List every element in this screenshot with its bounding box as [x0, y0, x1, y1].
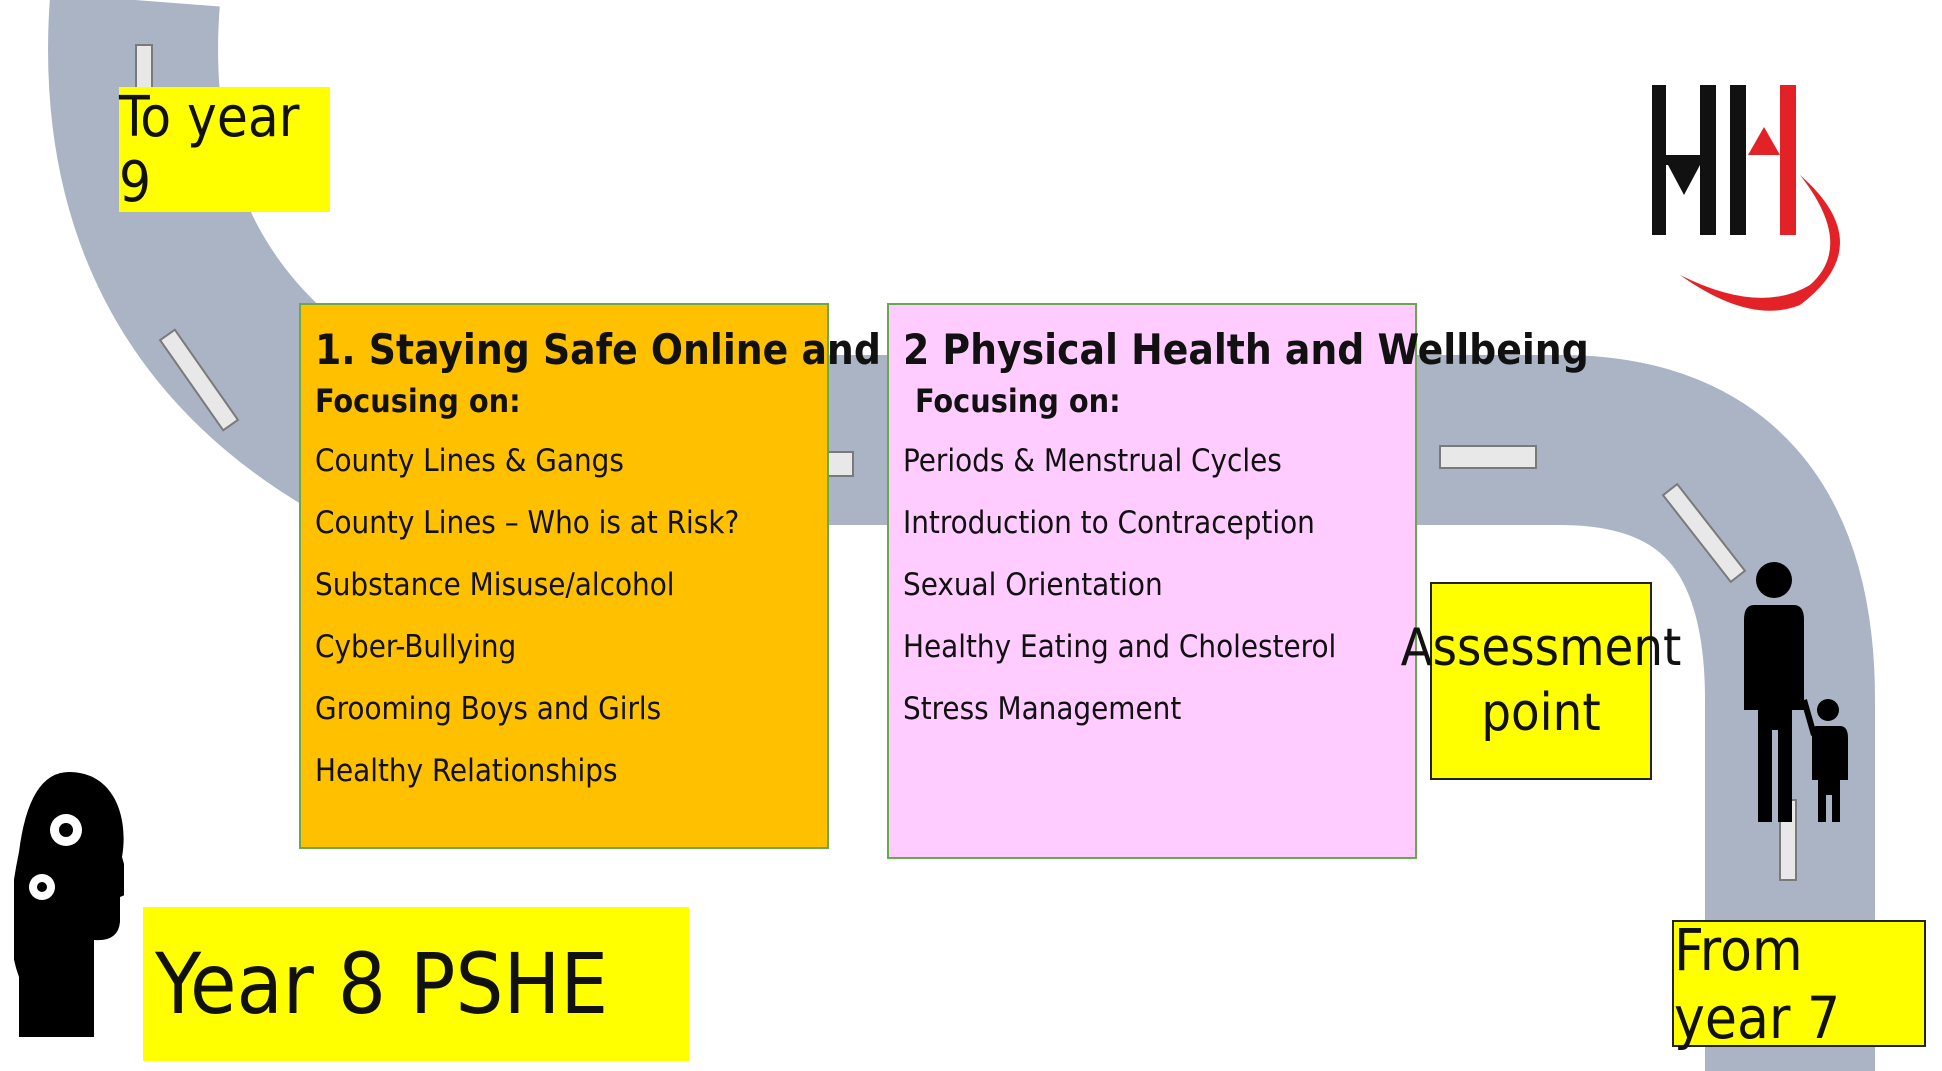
school-logo-icon — [1652, 85, 1840, 311]
parent-child-icon — [1744, 562, 1848, 822]
card-title: 1. Staying Safe Online and Offline — [315, 325, 1034, 374]
topic-card-staying-safe: 1. Staying Safe Online and Offline Focus… — [299, 303, 1034, 849]
list-item: Cyber-Bullying — [315, 629, 517, 665]
list-item: Periods & Menstrual Cycles — [903, 443, 1282, 479]
assessment-text-line2: point — [1481, 683, 1601, 743]
topic-list: County Lines & Gangs County Lines – Who … — [315, 430, 813, 802]
card-focus-heading: Focusing on: — [915, 382, 1121, 420]
card-title: 2 Physical Health and Wellbeing — [903, 325, 1589, 374]
list-item: Healthy Relationships — [315, 753, 618, 789]
from-year-7-text: From year 7 — [1674, 915, 1841, 1052]
page-title: Year 8 PSHE — [143, 907, 689, 1061]
list-item: Stress Management — [903, 691, 1182, 727]
topic-list: Periods & Menstrual Cycles Introduction … — [903, 430, 1401, 740]
topic-card-physical-health: 2 Physical Health and Wellbeing Focusing… — [887, 303, 1589, 859]
assessment-text-line1: Assessment — [1400, 618, 1682, 678]
assessment-point-label: Assessment point — [1401, 582, 1681, 780]
list-item: Introduction to Contraception — [903, 505, 1315, 541]
list-item: Sexual Orientation — [903, 567, 1163, 603]
card-focus-heading: Focusing on: — [315, 382, 521, 420]
list-item: Grooming Boys and Girls — [315, 691, 662, 727]
list-item: County Lines & Gangs — [315, 443, 624, 479]
from-year-7-label: From year 7 — [1672, 916, 1926, 1052]
to-year-9-text: To year 9 — [119, 84, 300, 215]
list-item: Healthy Eating and Cholesterol — [903, 629, 1337, 665]
head-gears-icon — [14, 772, 124, 1037]
to-year-9-label: To year 9 — [119, 84, 330, 215]
list-item: Substance Misuse/alcohol — [315, 567, 675, 603]
list-item: County Lines – Who is at Risk? — [315, 505, 740, 541]
page-title-text: Year 8 PSHE — [155, 935, 609, 1033]
